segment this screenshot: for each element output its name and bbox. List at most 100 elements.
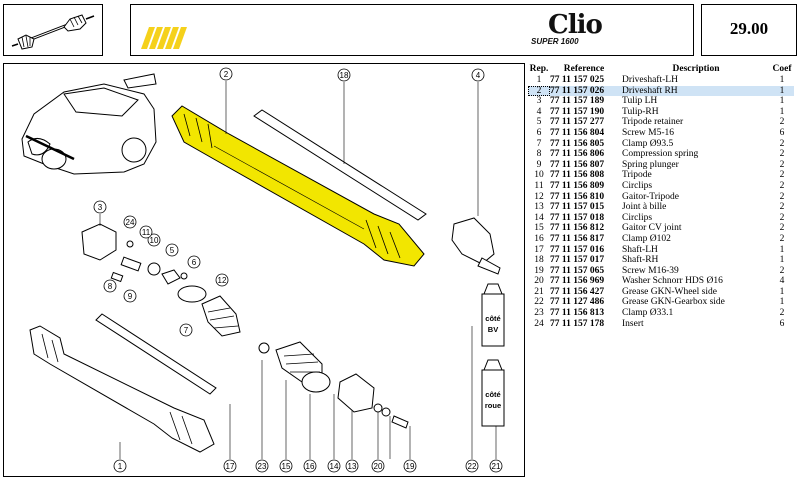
callout-3[interactable]: 3 xyxy=(93,200,107,214)
callout-13[interactable]: 13 xyxy=(345,459,359,473)
callout-17[interactable]: 17 xyxy=(223,459,237,473)
cell-reference: 77 11 157 018 xyxy=(550,212,605,223)
tube-bv-line2: BV xyxy=(488,325,498,334)
cell-rep: 19 xyxy=(534,265,544,276)
callout-8[interactable]: 8 xyxy=(103,279,117,293)
cell-description: Washer Schnorr HDS Ø16 xyxy=(622,276,723,287)
cell-coef: 1 xyxy=(779,106,785,117)
callout-14[interactable]: 14 xyxy=(327,459,341,473)
logo-subtitle: SUPER 1600 xyxy=(531,37,579,46)
callout-6[interactable]: 6 xyxy=(187,255,201,269)
callout-5[interactable]: 5 xyxy=(165,243,179,257)
cell-rep: 10 xyxy=(534,170,544,181)
callout-label: 12 xyxy=(218,276,227,285)
callout-label: 10 xyxy=(150,236,159,245)
cell-reference: 77 11 157 025 xyxy=(550,75,605,85)
cell-reference: 77 11 157 016 xyxy=(550,244,605,255)
callout-1[interactable]: 1 xyxy=(113,459,127,473)
exploded-diagram[interactable]: côté BV côté roue xyxy=(3,63,525,477)
driveshaft-thumbnail[interactable] xyxy=(3,4,103,56)
callout-4[interactable]: 4 xyxy=(471,68,485,82)
callout-21[interactable]: 21 xyxy=(489,459,503,473)
cell-description: Tulip LH xyxy=(622,96,658,107)
cell-rep: 6 xyxy=(536,127,542,138)
cell-coef: 2 xyxy=(779,170,785,181)
tube-roue-line1: côté xyxy=(485,390,500,399)
callout-22[interactable]: 22 xyxy=(465,459,479,473)
cell-rep: 9 xyxy=(536,159,542,170)
cell-description: Driveshaft RH xyxy=(618,85,770,97)
cell-rep: 7 xyxy=(536,138,542,149)
cell-coef: 2 xyxy=(779,308,785,319)
callout-2[interactable]: 2 xyxy=(219,67,233,81)
cell-rep: 15 xyxy=(534,223,544,234)
callout-9[interactable]: 9 xyxy=(123,289,137,303)
callout-19[interactable]: 19 xyxy=(403,459,417,473)
cell-description: Joint à bille xyxy=(622,202,667,213)
cell-coef: 6 xyxy=(779,318,785,329)
callout-15[interactable]: 15 xyxy=(279,459,293,473)
cell-description: Spring plunger xyxy=(622,159,679,170)
grease-tube-wheel: côté roue xyxy=(481,359,505,427)
cell-reference: 77 11 157 017 xyxy=(550,255,605,266)
cell-rep: 5 xyxy=(536,117,542,128)
cell-description: Shaft-RH xyxy=(622,255,659,266)
cell-reference: 77 11 156 805 xyxy=(550,138,605,149)
table-row[interactable]: 9 77 11 156 807 Spring plunger 2 xyxy=(528,160,794,171)
callout-20[interactable]: 20 xyxy=(371,459,385,473)
cell-reference: 77 11 156 813 xyxy=(550,308,605,319)
callout-11[interactable]: 11 xyxy=(139,225,153,239)
cell-coef: 1 xyxy=(779,75,785,85)
callout-label: 24 xyxy=(126,218,135,227)
cell-rep: 21 xyxy=(534,286,544,297)
callout-label: 16 xyxy=(306,462,315,471)
callout-label: 11 xyxy=(142,228,151,237)
cell-reference: 77 11 156 809 xyxy=(550,180,605,191)
callout-16[interactable]: 16 xyxy=(303,459,317,473)
cell-description: Circlips xyxy=(622,212,653,223)
callout-12[interactable]: 12 xyxy=(215,273,229,287)
callout-23[interactable]: 23 xyxy=(255,459,269,473)
callout-24[interactable]: 24 xyxy=(123,215,137,229)
callout-label: 4 xyxy=(476,71,481,80)
callout-label: 23 xyxy=(258,462,267,471)
cell-coef: 2 xyxy=(779,233,785,244)
cell-rep: 18 xyxy=(534,255,544,266)
page-number: 29.00 xyxy=(729,19,769,38)
callout-18[interactable]: 18 xyxy=(337,68,351,82)
tube-bv-line1: côté xyxy=(485,314,500,323)
cell-coef: 1 xyxy=(779,96,785,107)
cell-coef: 2 xyxy=(779,159,785,170)
cell-reference: 77 11 156 807 xyxy=(550,159,605,170)
callout-10[interactable]: 10 xyxy=(147,233,161,247)
callout-7[interactable]: 7 xyxy=(179,323,193,337)
cell-coef: 4 xyxy=(779,276,785,287)
tripode-assembly-part xyxy=(81,223,207,303)
callout-label: 17 xyxy=(226,462,235,471)
